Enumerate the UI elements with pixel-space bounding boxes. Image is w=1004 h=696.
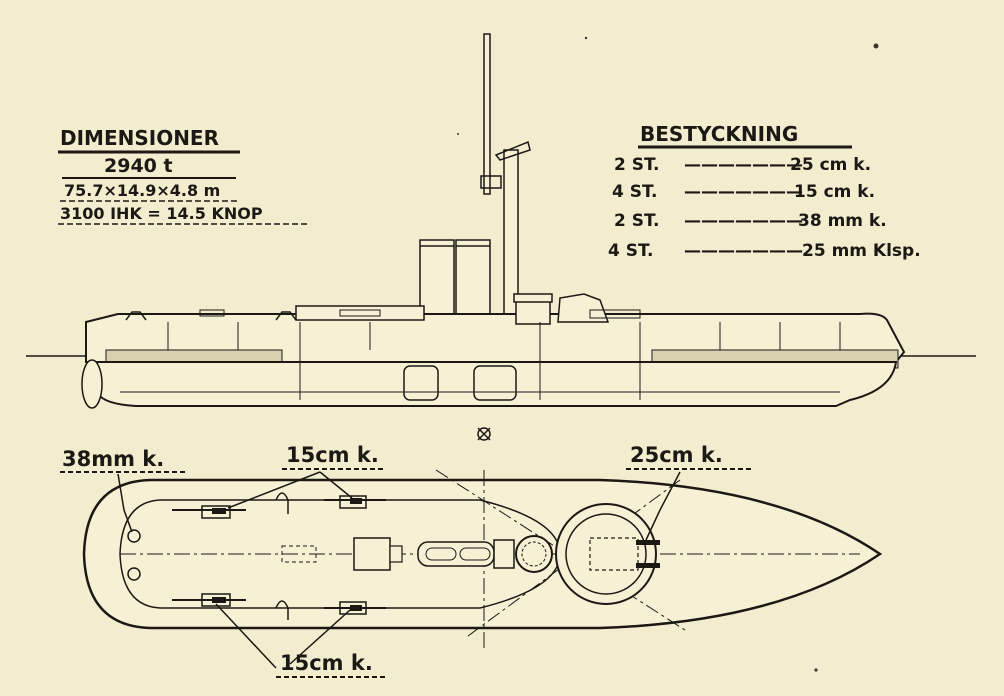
funnel-plan-aft [459, 547, 491, 561]
gun-side-15cm-2 [339, 309, 381, 317]
label-15cm-bottom: 15cm k. [280, 651, 373, 675]
armament-block: BESTYCKNING 2 ST. ——————— 25 cm k. 4 ST.… [608, 122, 921, 261]
main-turret-ring [565, 513, 647, 595]
main-gun-barrel-left [636, 540, 660, 545]
paper-specks [457, 36, 879, 672]
gun-side-38mm [125, 311, 147, 321]
leader-38mm [117, 473, 133, 533]
bridge-plan [493, 539, 515, 569]
displacement-text: 2940 t [104, 155, 173, 177]
boiler-room-2 [473, 365, 517, 401]
bridge-house [515, 299, 551, 325]
deckhouse-plan [353, 537, 391, 571]
funnel-plan-fore [425, 547, 457, 561]
main-turret-house [589, 537, 639, 571]
armament-row-3-count: 2 ST. [614, 211, 659, 231]
aa-mount-right [275, 600, 289, 620]
dimensions-heading: DIMENSIONER [60, 126, 219, 150]
conning-tower [515, 535, 553, 573]
midship-marker [477, 427, 491, 441]
leader-15cm-bottom [215, 603, 351, 669]
plan-deck-edge [119, 499, 561, 609]
leader-15cm-top [227, 471, 353, 509]
main-gun-barrel [589, 309, 641, 319]
dimensions-block: DIMENSIONER 2940 t 75.7×14.9×4.8 m 3100 … [58, 126, 310, 225]
armament-row-3-weapon: 38 mm k. [798, 211, 887, 231]
gun-plan-15cm-aft-right [172, 593, 246, 607]
armament-row-2-weapon: 15 cm k. [794, 182, 875, 202]
armament-row-1-dashes: ——————— [684, 155, 803, 175]
armament-row-2-dashes: ——————— [684, 182, 803, 202]
armament-row-3-dashes: ——————— [684, 211, 803, 231]
aft-hatch [281, 545, 317, 563]
gun-plan-38mm-right [127, 567, 141, 581]
leader-25cm [645, 471, 681, 541]
deck-house-mid [295, 305, 425, 321]
boiler-room-1 [403, 365, 439, 401]
armament-row-1-weapon: 25 cm k. [790, 155, 871, 175]
gun-plan-15cm-aft-left [172, 505, 246, 519]
rudder [81, 359, 103, 409]
armament-row-4-dashes: ——————— [684, 241, 803, 261]
gun-side-15cm-1 [199, 309, 225, 317]
main-turret-side [557, 293, 610, 323]
hull-compartments [120, 322, 841, 400]
gun-plan-38mm-left [127, 529, 141, 543]
deckhouse-annex [389, 545, 403, 563]
armament-row-4-count: 4 ST. [608, 241, 653, 261]
armament-heading: BESTYCKNING [640, 122, 798, 146]
armament-row-1-count: 2 ST. [614, 155, 659, 175]
mast [483, 33, 491, 195]
mast-platform [480, 175, 502, 189]
side-elevation [26, 33, 976, 441]
label-25cm: 25cm k. [630, 443, 723, 467]
gun-plan-15cm-fore-right [324, 601, 386, 615]
label-15cm-top: 15cm k. [286, 443, 379, 467]
aa-mount-left [275, 492, 289, 514]
label-38mm: 38mm k. [62, 447, 164, 471]
gun-side-aa [275, 311, 297, 321]
plan-labels: 38mm k. 15cm k. 25cm k. 15cm k. [60, 443, 752, 678]
power-text: 3100 IHK = 14.5 KNOP [60, 204, 263, 223]
conning-tower-inner [521, 541, 547, 567]
gun-plan-15cm-fore-left [324, 495, 386, 509]
plan-view [82, 469, 883, 650]
armament-row-2-count: 4 ST. [612, 182, 657, 202]
size-text: 75.7×14.9×4.8 m [64, 181, 220, 200]
main-gun-barrel-right [636, 563, 660, 568]
armament-row-4-weapon: 25 mm Klsp. [802, 241, 921, 261]
rangefinder [494, 140, 531, 161]
bridge-roof [513, 293, 553, 303]
